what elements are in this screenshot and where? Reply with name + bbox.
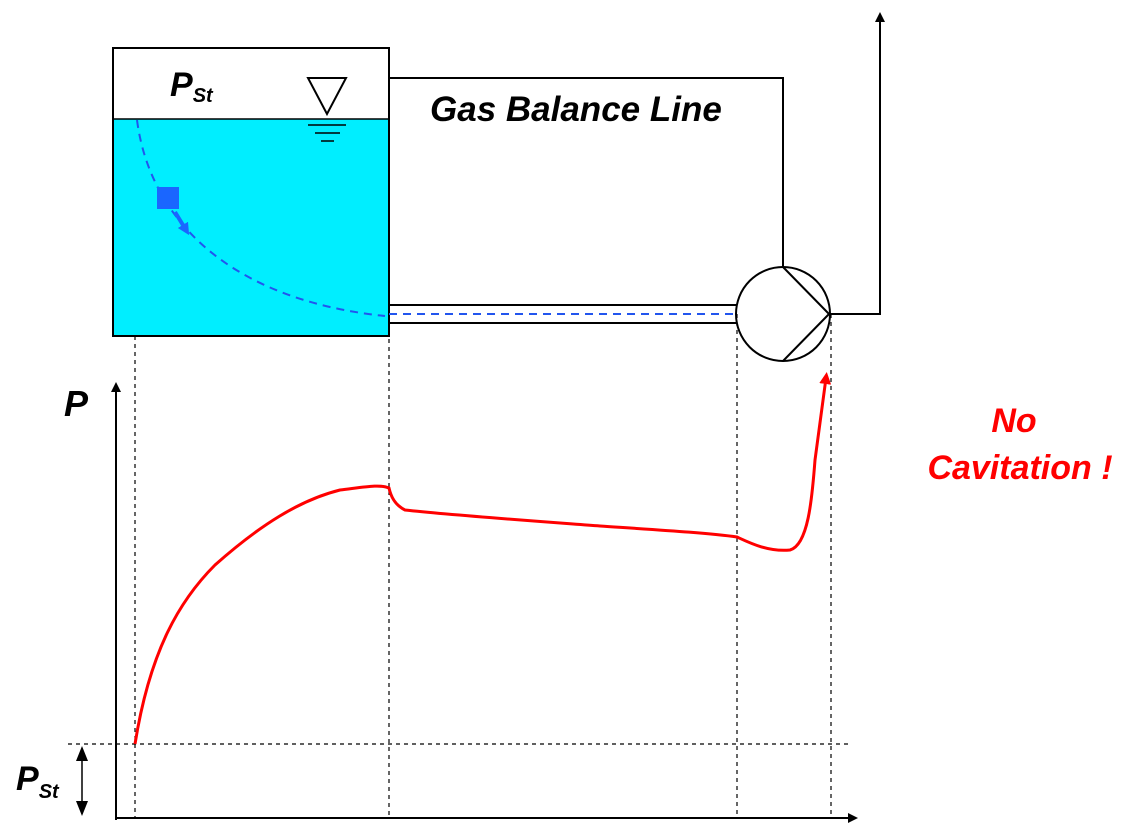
y-axis-label: P [64, 383, 89, 424]
pump-icon [735, 266, 831, 362]
tank [112, 47, 390, 337]
water-level-icon [306, 77, 348, 142]
gas-balance-line-label: Gas Balance Line [430, 90, 722, 129]
flow-path [136, 119, 386, 317]
tank-pressure-label: PSt [170, 66, 214, 107]
result-line-1: No [991, 402, 1036, 440]
reference-pressure-label: PSt [16, 760, 60, 803]
pressure-curve [133, 372, 832, 745]
tank-liquid [113, 119, 389, 336]
reference-dimension [76, 746, 88, 816]
fluid-particle [157, 187, 179, 209]
particle-arrow [173, 210, 190, 236]
projection-guides [134, 314, 832, 818]
suction-pipe [389, 304, 737, 324]
gas-balance-line [389, 77, 784, 267]
discharge-line [830, 12, 885, 315]
result-line-2: Cavitation ! [927, 449, 1112, 487]
